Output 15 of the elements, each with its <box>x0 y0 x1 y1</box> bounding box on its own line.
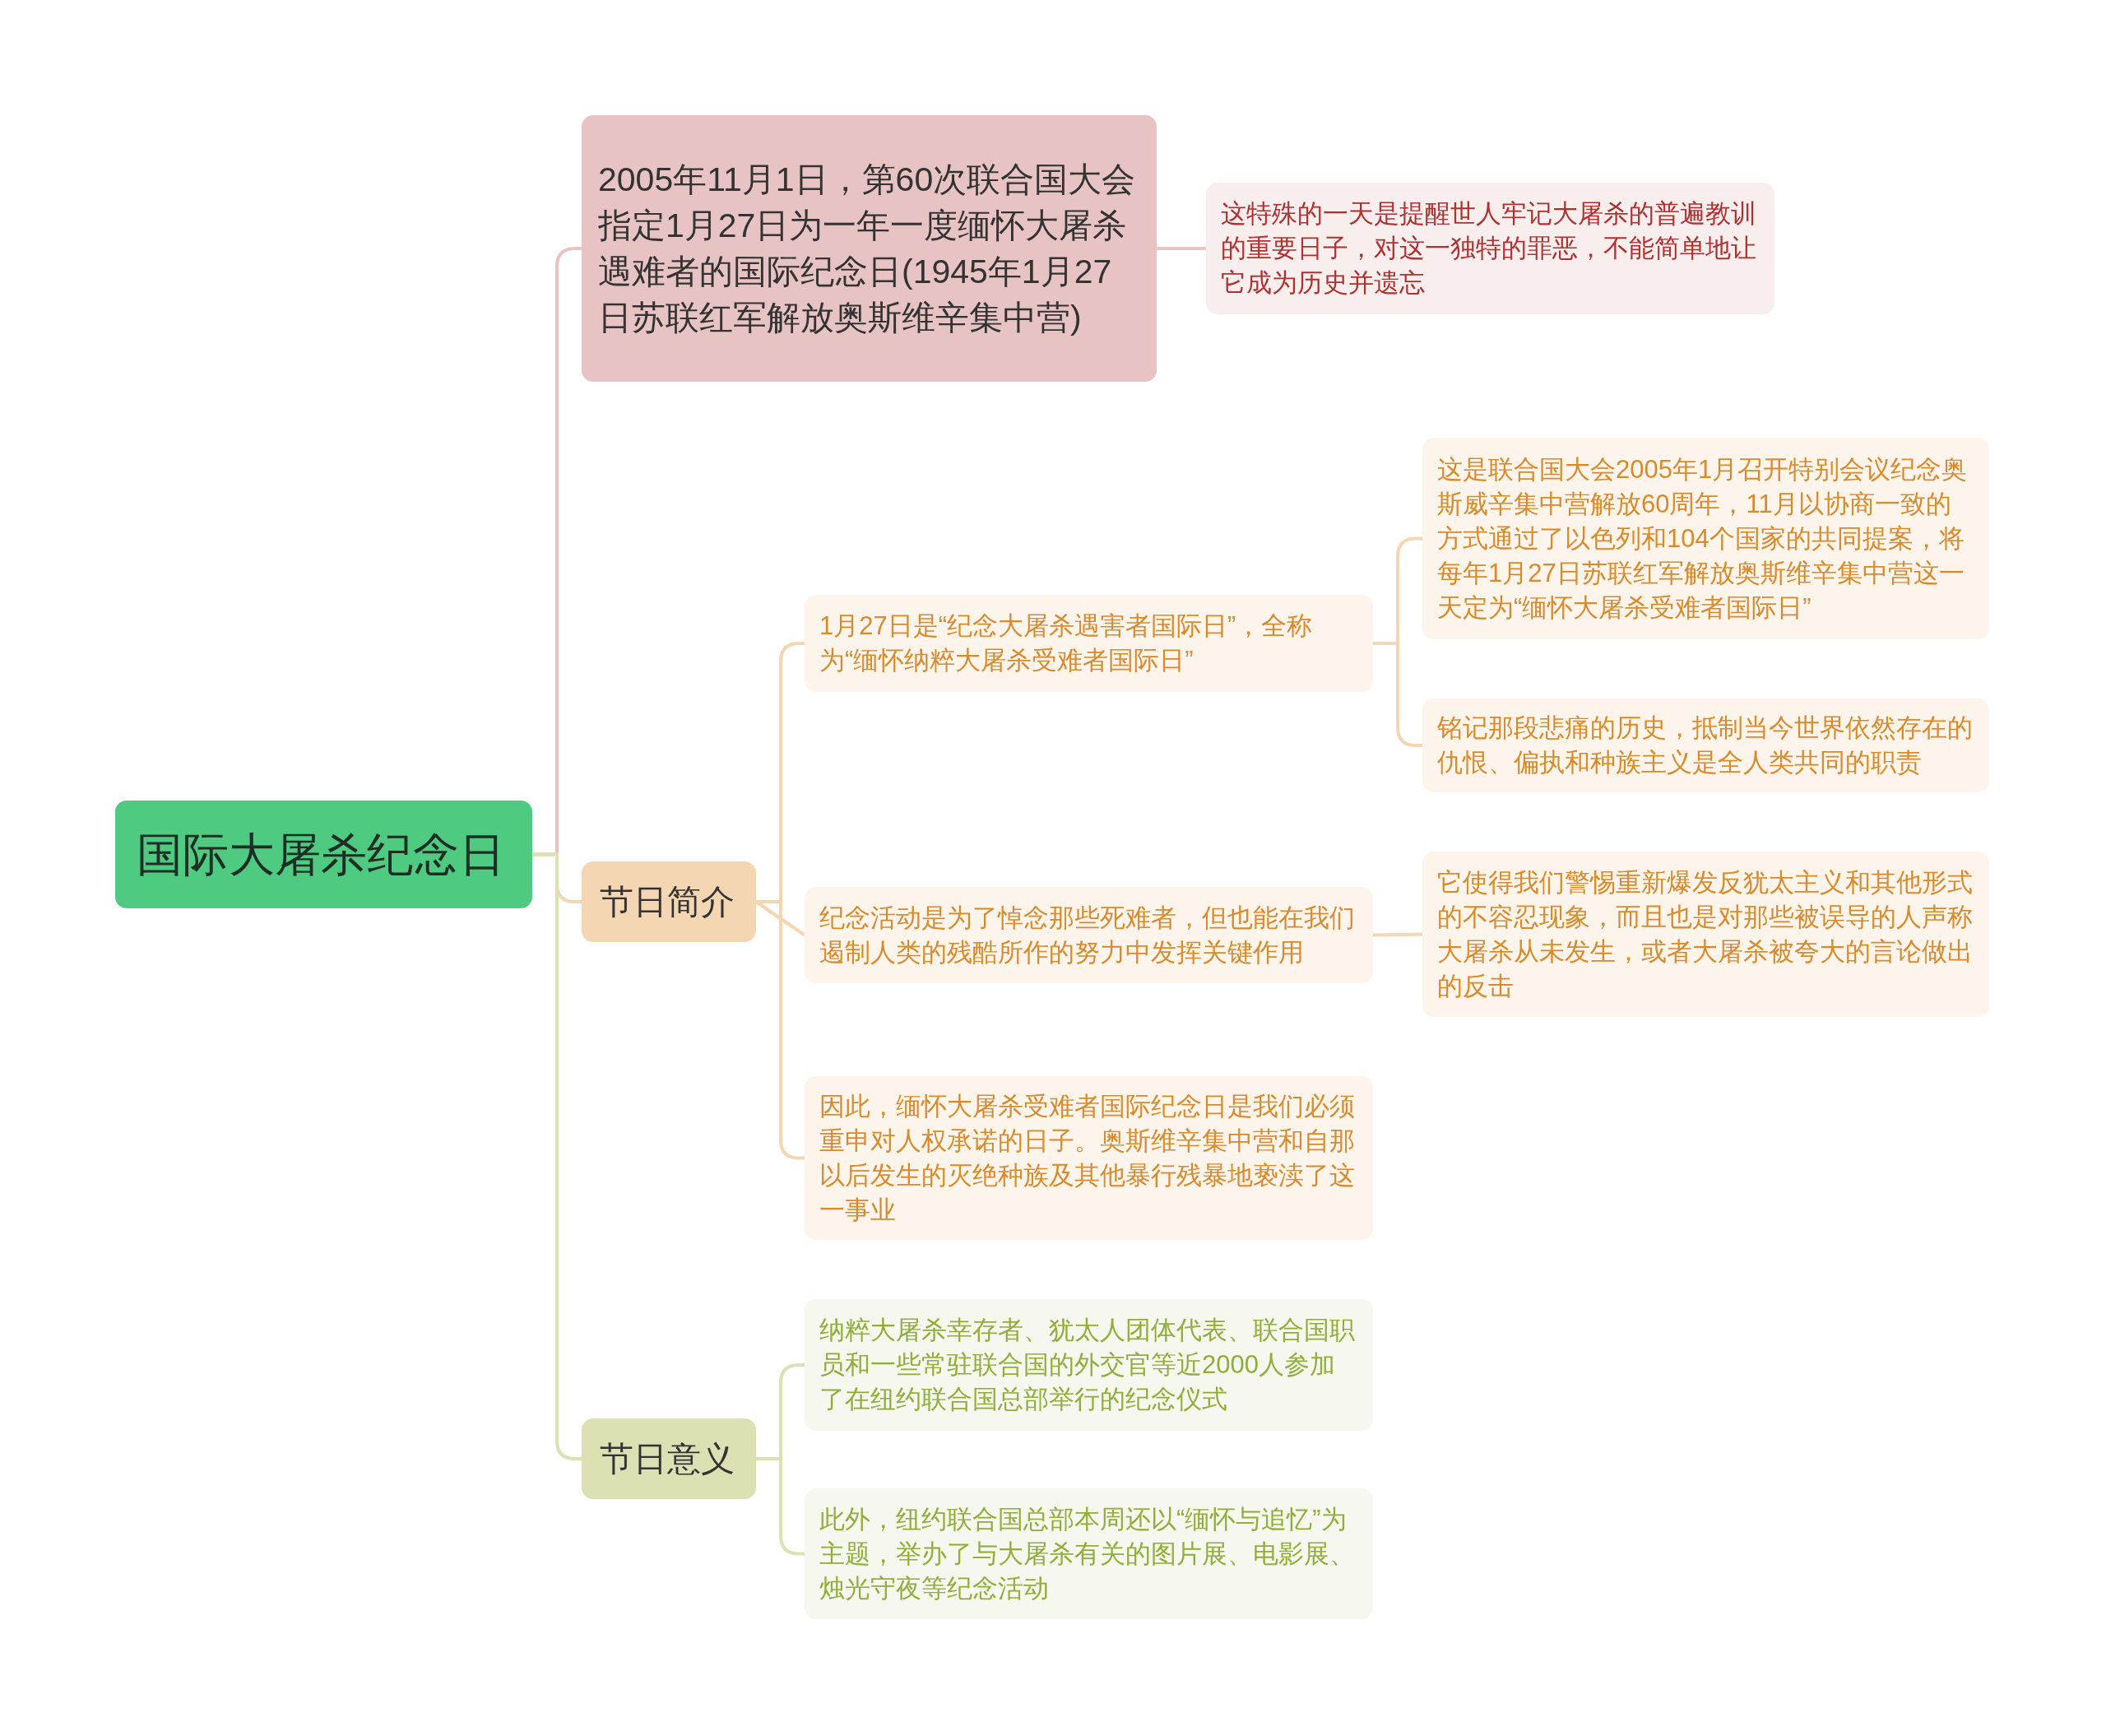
subtopic-box: 因此，缅怀大屠杀受难者国际纪念日是我们必须重申对人权承诺的日子。奥斯维辛集中营和自那以后发生的灭绝种族及其他暴行残暴地亵渎了这一事业 <box>805 1076 1373 1240</box>
topic-box: 节日简介 <box>582 861 756 942</box>
subtopic-box: 此外，纽约联合国总部本周还以“缅怀与追忆”为主题，举办了与大屠杀有关的图片展、电影展、烛光守夜等纪念活动 <box>805 1488 1373 1619</box>
connector-line <box>1372 932 1423 937</box>
subtopic-box: 这是联合国大会2005年1月召开特别会议纪念奥斯威辛集中营解放60周年，11月以协商一致的方式通过了以色列和104个国家的共同提案，将每年1月27日苏联红军解放奥斯维辛集中营这一天定为“缅怀大屠杀受难者国际日” <box>1422 438 1989 639</box>
topic-box: 节日意义 <box>582 1418 756 1499</box>
subtopic-box: 纪念活动是为了悼念那些死难者，但也能在我们遏制人类的残酷所作的努力中发挥关键作用 <box>805 887 1373 983</box>
topic-box: 2005年11月1日，第60次联合国大会指定1月27日为一年一度缅怀大屠杀遇难者的国际纪念日(1945年1月27日苏联红军解放奥斯维辛集中营) <box>582 115 1157 382</box>
root-topic-box: 国际大屠杀纪念日 <box>115 801 532 908</box>
connector-line <box>1157 247 1206 250</box>
subtopic-box: 铭记那段悲痛的历史，抵制当今世界依然存在的仇恨、偏执和种族主义是全人类共同的职责 <box>1422 699 1989 792</box>
subtopic-box: 这特殊的一天是提醒世人牢记大屠杀的普遍教训的重要日子，对这一独特的罪恶，不能简单地让它成为历史并遗忘 <box>1206 183 1774 314</box>
subtopic-box: 它使得我们警惕重新爆发反犹太主义和其他形式的不容忍现象，而且也是对那些被误导的人声称大屠杀从未发生，或者大屠杀被夸大的言论做出的反击 <box>1422 852 1989 1017</box>
subtopic-box: 1月27日是“纪念大屠杀遇害者国际日”，全称为“缅怀纳粹大屠杀受难者国际日” <box>805 595 1373 692</box>
subtopic-box: 纳粹大屠杀幸存者、犹太人团体代表、联合国职员和一些常驻联合国的外交官等近2000人参加了在纽约联合国总部举行的纪念仪式 <box>805 1299 1373 1431</box>
